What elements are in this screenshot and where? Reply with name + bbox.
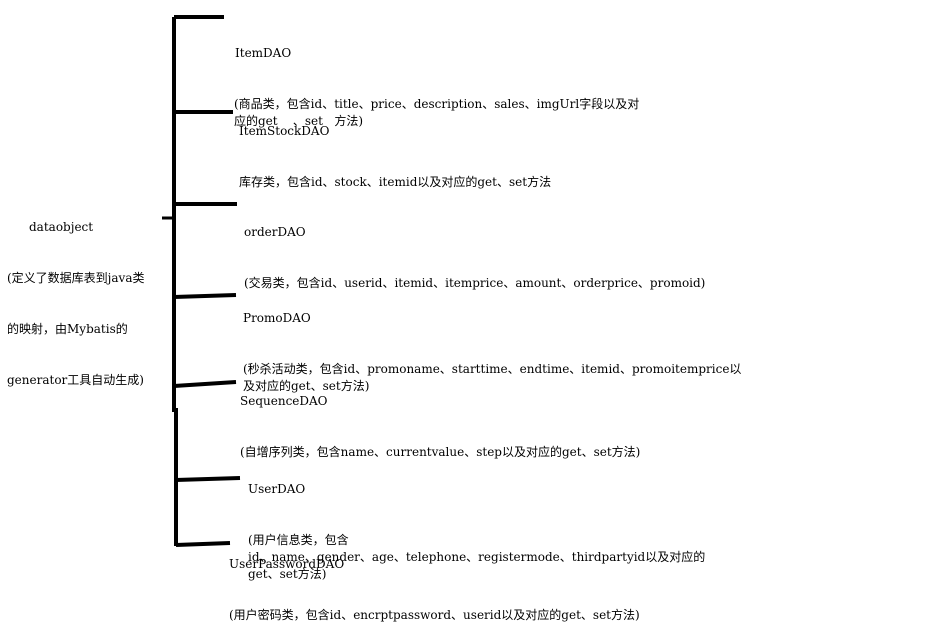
node-sequencedao: SequenceDAO (自增序列类，包含name、currentvalue、s… bbox=[240, 359, 640, 478]
root-node: dataobject (定义了数据库表到java类 的映射，由Mybatis的 … bbox=[7, 185, 145, 406]
branch-sequencedao bbox=[173, 380, 237, 388]
root-desc-line-3: generator工具自动生成) bbox=[7, 373, 144, 387]
node-itemstockdao-desc: 库存类，包含id、stock、itemid以及对应的get、set方法 bbox=[239, 175, 552, 189]
node-sequencedao-desc: (自增序列类，包含name、currentvalue、step以及对应的get、… bbox=[240, 445, 641, 459]
branch-userpassworddao bbox=[175, 541, 231, 547]
tree-diagram bbox=[162, 15, 241, 547]
node-orderdao: orderDAO (交易类，包含id、userid、itemid、itempri… bbox=[244, 190, 705, 309]
node-userdao-name: UserDAO bbox=[248, 482, 306, 496]
root-desc-line-1: (定义了数据库表到java类 bbox=[7, 271, 145, 285]
node-promodao: PromoDAO (秒杀活动类，包含id、promoname、starttime… bbox=[243, 276, 741, 412]
node-orderdao-desc: (交易类，包含id、userid、itemid、itemprice、amount… bbox=[244, 276, 706, 290]
node-itemstockdao-name: ItemStockDAO bbox=[239, 124, 330, 138]
node-itemdao-name: ItemDAO bbox=[235, 46, 292, 60]
node-itemstockdao: ItemStockDAO 库存类，包含id、stock、itemid以及对应的g… bbox=[239, 89, 551, 208]
node-userpassworddao-desc: (用户密码类，包含id、encrptpassword、userid以及对应的ge… bbox=[229, 608, 640, 622]
node-userdao-desc: (用户信息类，包含 id、name、gender、age、telephone、r… bbox=[248, 533, 706, 581]
trunk-line bbox=[172, 17, 178, 546]
node-itemdao: ItemDAO (商品类，包含id、title、price、descriptio… bbox=[234, 11, 640, 147]
node-promodao-name: PromoDAO bbox=[243, 311, 311, 325]
branch-promodao bbox=[173, 293, 237, 299]
node-sequencedao-name: SequenceDAO bbox=[240, 394, 328, 408]
node-userdao: UserDAO (用户信息类，包含 id、name、gender、age、tel… bbox=[248, 447, 705, 600]
node-orderdao-name: orderDAO bbox=[244, 225, 306, 239]
root-desc-line-2: 的映射，由Mybatis的 bbox=[7, 322, 128, 336]
branch-userdao bbox=[175, 476, 241, 482]
node-userpassworddao-name: UserPasswordDAO bbox=[229, 557, 345, 571]
node-itemdao-desc: (商品类，包含id、title、price、description、sales、… bbox=[234, 97, 640, 128]
root-title: dataobject bbox=[29, 220, 94, 234]
node-userpassworddao: UserPasswordDAO (用户密码类，包含id、encrptpasswo… bbox=[229, 522, 640, 641]
node-promodao-desc: (秒杀活动类，包含id、promoname、starttime、endtime、… bbox=[243, 362, 742, 393]
